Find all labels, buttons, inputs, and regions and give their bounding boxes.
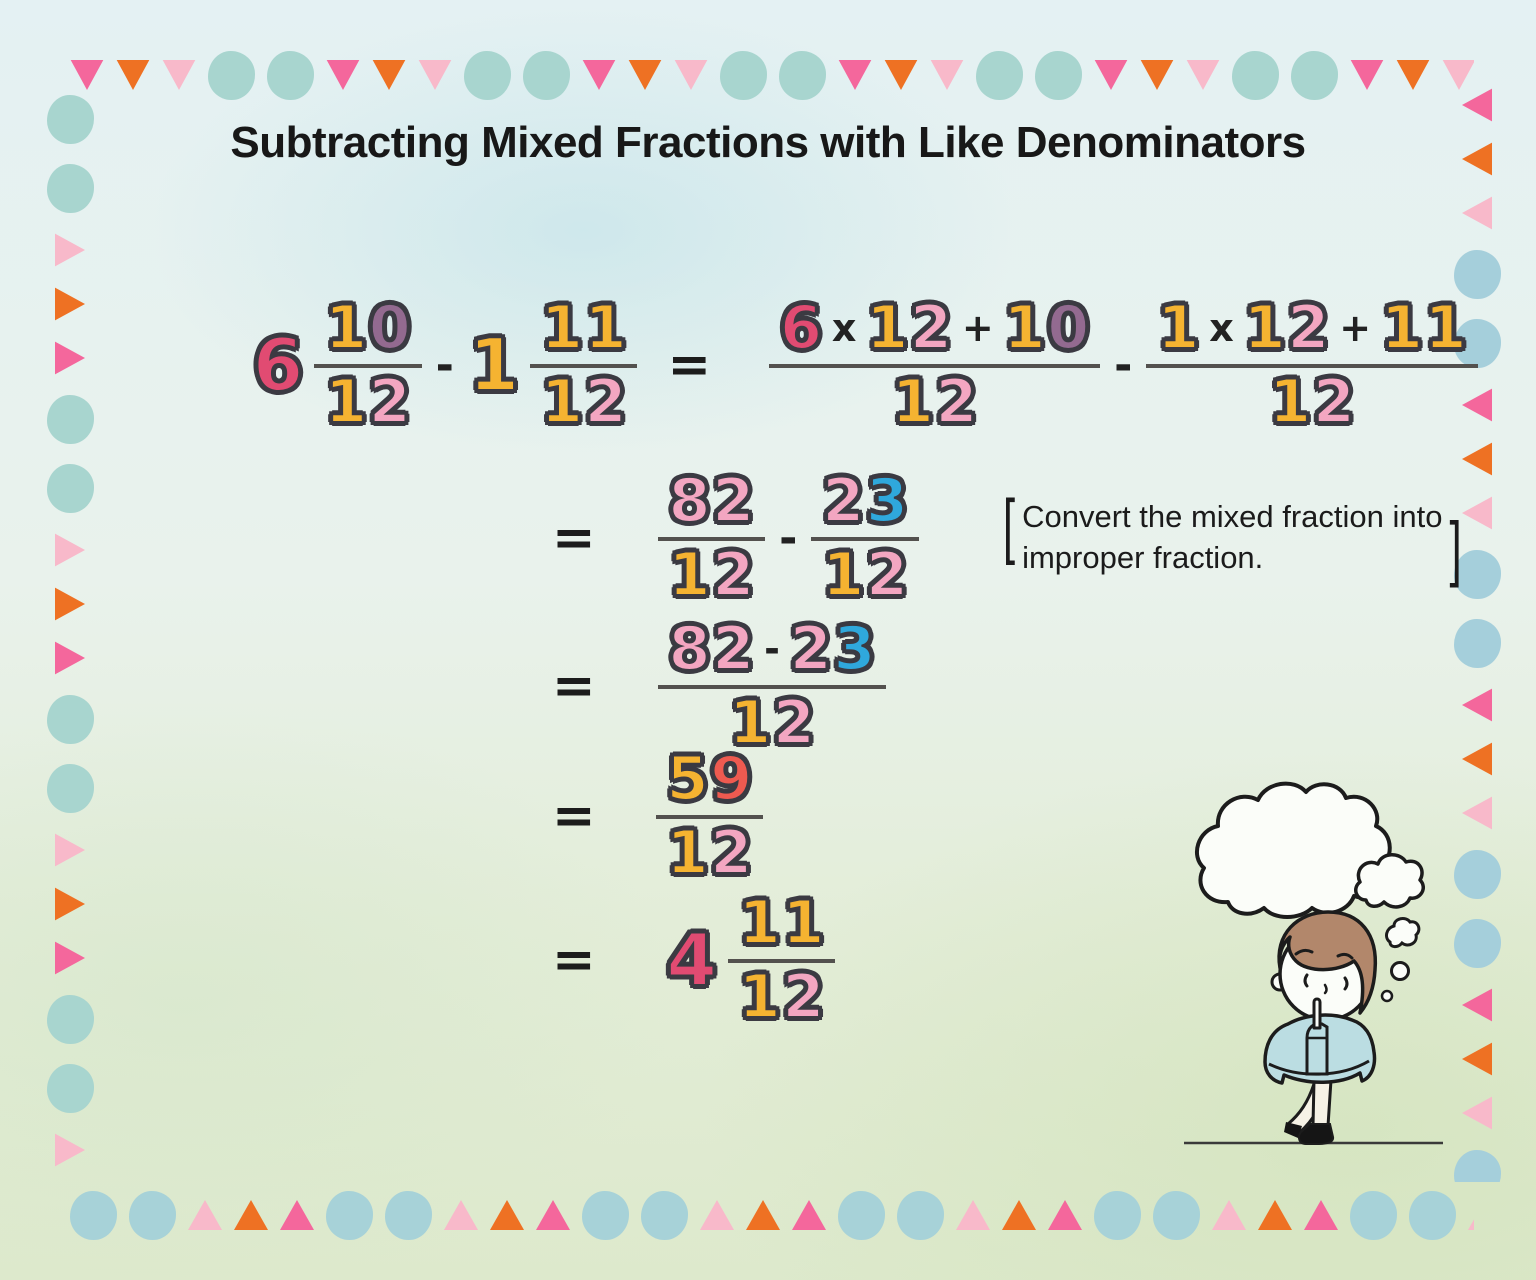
thought-bubble [1380,989,1394,1003]
whole-number: 4 [666,918,718,1002]
bracket-open: [ [1002,485,1016,567]
conversion-note: [ Convert the mixed fraction into improp… [1002,485,1462,590]
thought-bubble [1390,961,1410,981]
boy-forearm [1305,1022,1329,1076]
thought-cloud-small [1354,853,1425,909]
bracket-close: ] [1449,508,1462,590]
border-bottom [70,1186,1474,1244]
whole-number: 6 [252,323,304,407]
whole-number: 1 [468,323,520,407]
boy-hair [1277,910,1378,1015]
boy-eye-right [1343,976,1349,991]
boy-nose [1323,983,1328,995]
thought-bubble [1385,917,1421,949]
note-line-1: Convert the mixed fraction into [1022,499,1443,535]
boy-finger [1312,997,1322,1030]
minus-operator: - [779,512,798,564]
note-line-2: improper fraction. [1022,540,1264,575]
page-title: Subtracting Mixed Fractions with Like De… [230,118,1306,167]
equals-sign: = [552,930,596,990]
equals-sign: = [552,508,596,568]
thought-cloud [1194,781,1392,919]
minus-operator: - [1114,339,1133,391]
equals-sign: = [552,786,596,846]
border-top [70,48,1474,102]
thinking-boy-illustration [1184,781,1443,1145]
boy-brow-left [1294,948,1314,956]
boy-brow-right [1336,952,1354,960]
boy-leg [1311,1078,1333,1128]
boy-shoe [1297,1123,1335,1145]
minus-operator: - [435,339,454,391]
equals-sign: = [667,335,712,395]
equals-sign: = [552,656,596,716]
border-right [1448,88,1506,1182]
border-left [42,95,98,1181]
note-text: Convert the mixed fraction into improper… [1022,497,1442,579]
boy-shoe-back [1284,1122,1302,1138]
boy-eye-left [1303,973,1309,988]
